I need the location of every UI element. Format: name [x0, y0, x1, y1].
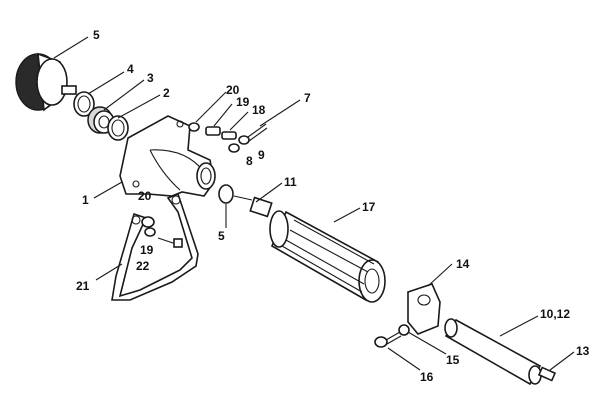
callout-20-lower: 20: [138, 189, 152, 203]
callout-9: 9: [258, 148, 265, 162]
part-18-bolt: [221, 131, 237, 140]
callout-7: 7: [304, 91, 311, 105]
callout-15: 15: [446, 353, 460, 367]
callout-10-12: 10,12: [540, 307, 570, 321]
part-1-housing: [119, 115, 216, 197]
callout-17: 17: [362, 200, 376, 214]
part-15-washer: [398, 324, 410, 336]
part-11-shaft: [233, 195, 273, 218]
part-10-12-tube: [444, 318, 542, 386]
part-19-washer-lower: [144, 227, 156, 237]
part-4-o-ring: [73, 91, 95, 117]
part-16-screw: [374, 331, 402, 348]
callout-20-upper: 20: [226, 83, 240, 97]
part-8-washer: [228, 143, 240, 153]
callout-16: 16: [420, 370, 434, 384]
callout-2: 2: [163, 86, 170, 100]
part-5-o-ring-lower: [218, 184, 234, 204]
part-21-mounting-bracket: [111, 192, 199, 301]
callout-8: 8: [246, 154, 253, 168]
leader-lines: [53, 36, 575, 371]
callout-3: 3: [147, 71, 154, 85]
callout-22: 22: [136, 259, 150, 273]
callout-1: 1: [82, 193, 89, 207]
callout-labels: 5 4 3 2 20 19 18 7 9 8 1 20 11 17 5 19 2…: [76, 28, 590, 384]
part-14-clamp-bracket: [407, 283, 441, 335]
part-5-end-cap: [15, 52, 77, 112]
part-20-washer-lower: [141, 216, 155, 228]
part-2-washer: [107, 115, 129, 141]
part-7-screw: [238, 123, 268, 145]
callout-19-lower: 19: [140, 243, 154, 257]
callout-4: 4: [127, 62, 134, 76]
callout-11: 11: [284, 175, 297, 189]
callout-19-upper: 19: [236, 95, 250, 109]
callout-13: 13: [576, 344, 590, 358]
callout-21: 21: [76, 279, 90, 293]
part-17-filter-cartridge: [269, 210, 386, 303]
part-22-screw: [157, 237, 183, 248]
part-20-washer-upper: [188, 122, 200, 132]
part-19-bolt-upper: [205, 126, 221, 136]
callout-5-lower: 5: [218, 229, 225, 243]
part-13-pin: [537, 366, 557, 382]
callout-14: 14: [456, 257, 470, 271]
callout-5-upper: 5: [93, 28, 100, 42]
callout-18: 18: [252, 103, 266, 117]
